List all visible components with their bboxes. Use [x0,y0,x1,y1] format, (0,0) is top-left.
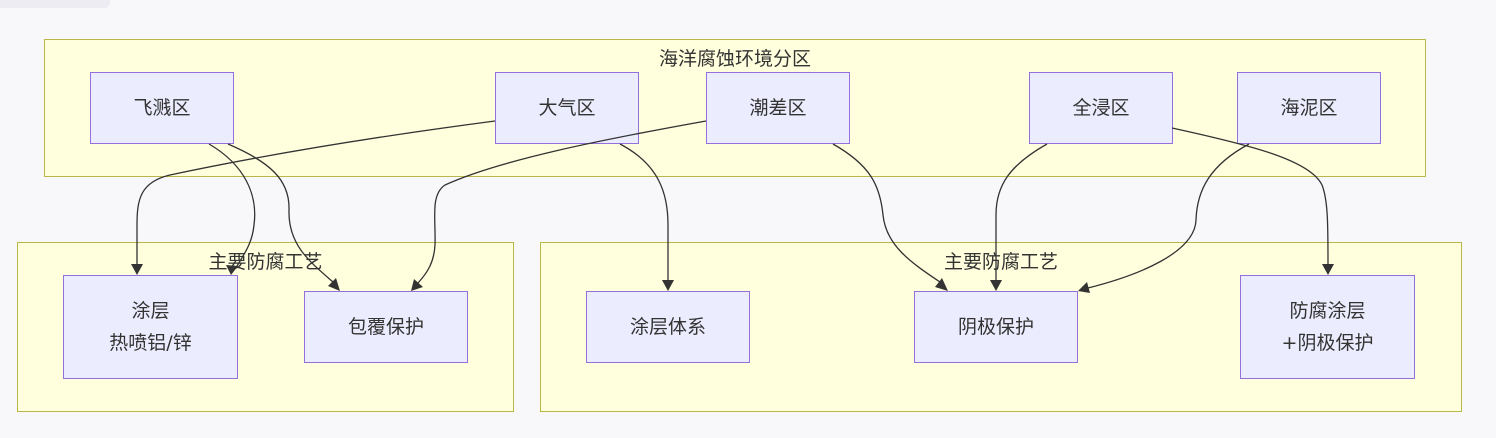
node-immersion-zone[interactable]: 全浸区 [1029,72,1173,144]
node-splash-zone-label: 飞溅区 [133,97,191,119]
cluster-environment-title: 海洋腐蚀环境分区 [658,48,811,70]
node-coating-spray[interactable]: 涂层 热喷铝/锌 [63,275,238,379]
cluster-process-right-title: 主要防腐工艺 [943,251,1058,273]
node-immersion-zone-label: 全浸区 [1072,97,1130,119]
node-mud-zone-label: 海泥区 [1280,97,1338,119]
node-cladding[interactable]: 包覆保护 [304,291,468,363]
node-cathodic-protection-label: 阴极保护 [957,316,1034,338]
node-cladding-label: 包覆保护 [347,316,424,338]
node-coating-cathodic[interactable]: 防腐涂层 +阴极保护 [1240,275,1415,379]
corner-tab [0,0,110,8]
node-atmosphere-zone[interactable]: 大气区 [495,72,639,144]
node-tidal-zone[interactable]: 潮差区 [706,72,850,144]
node-tidal-zone-label: 潮差区 [749,97,807,119]
node-coating-cathodic-label: 防腐涂层 +阴极保护 [1281,300,1374,354]
cluster-process-left-title: 主要防腐工艺 [208,251,323,273]
node-coating-system-label: 涂层体系 [629,316,706,338]
node-coating-system[interactable]: 涂层体系 [586,291,750,363]
node-atmosphere-zone-label: 大气区 [538,97,596,119]
node-cathodic-protection[interactable]: 阴极保护 [914,291,1078,363]
node-splash-zone[interactable]: 飞溅区 [90,72,234,144]
node-coating-spray-label: 涂层 热喷铝/锌 [109,300,192,354]
node-mud-zone[interactable]: 海泥区 [1237,72,1381,144]
